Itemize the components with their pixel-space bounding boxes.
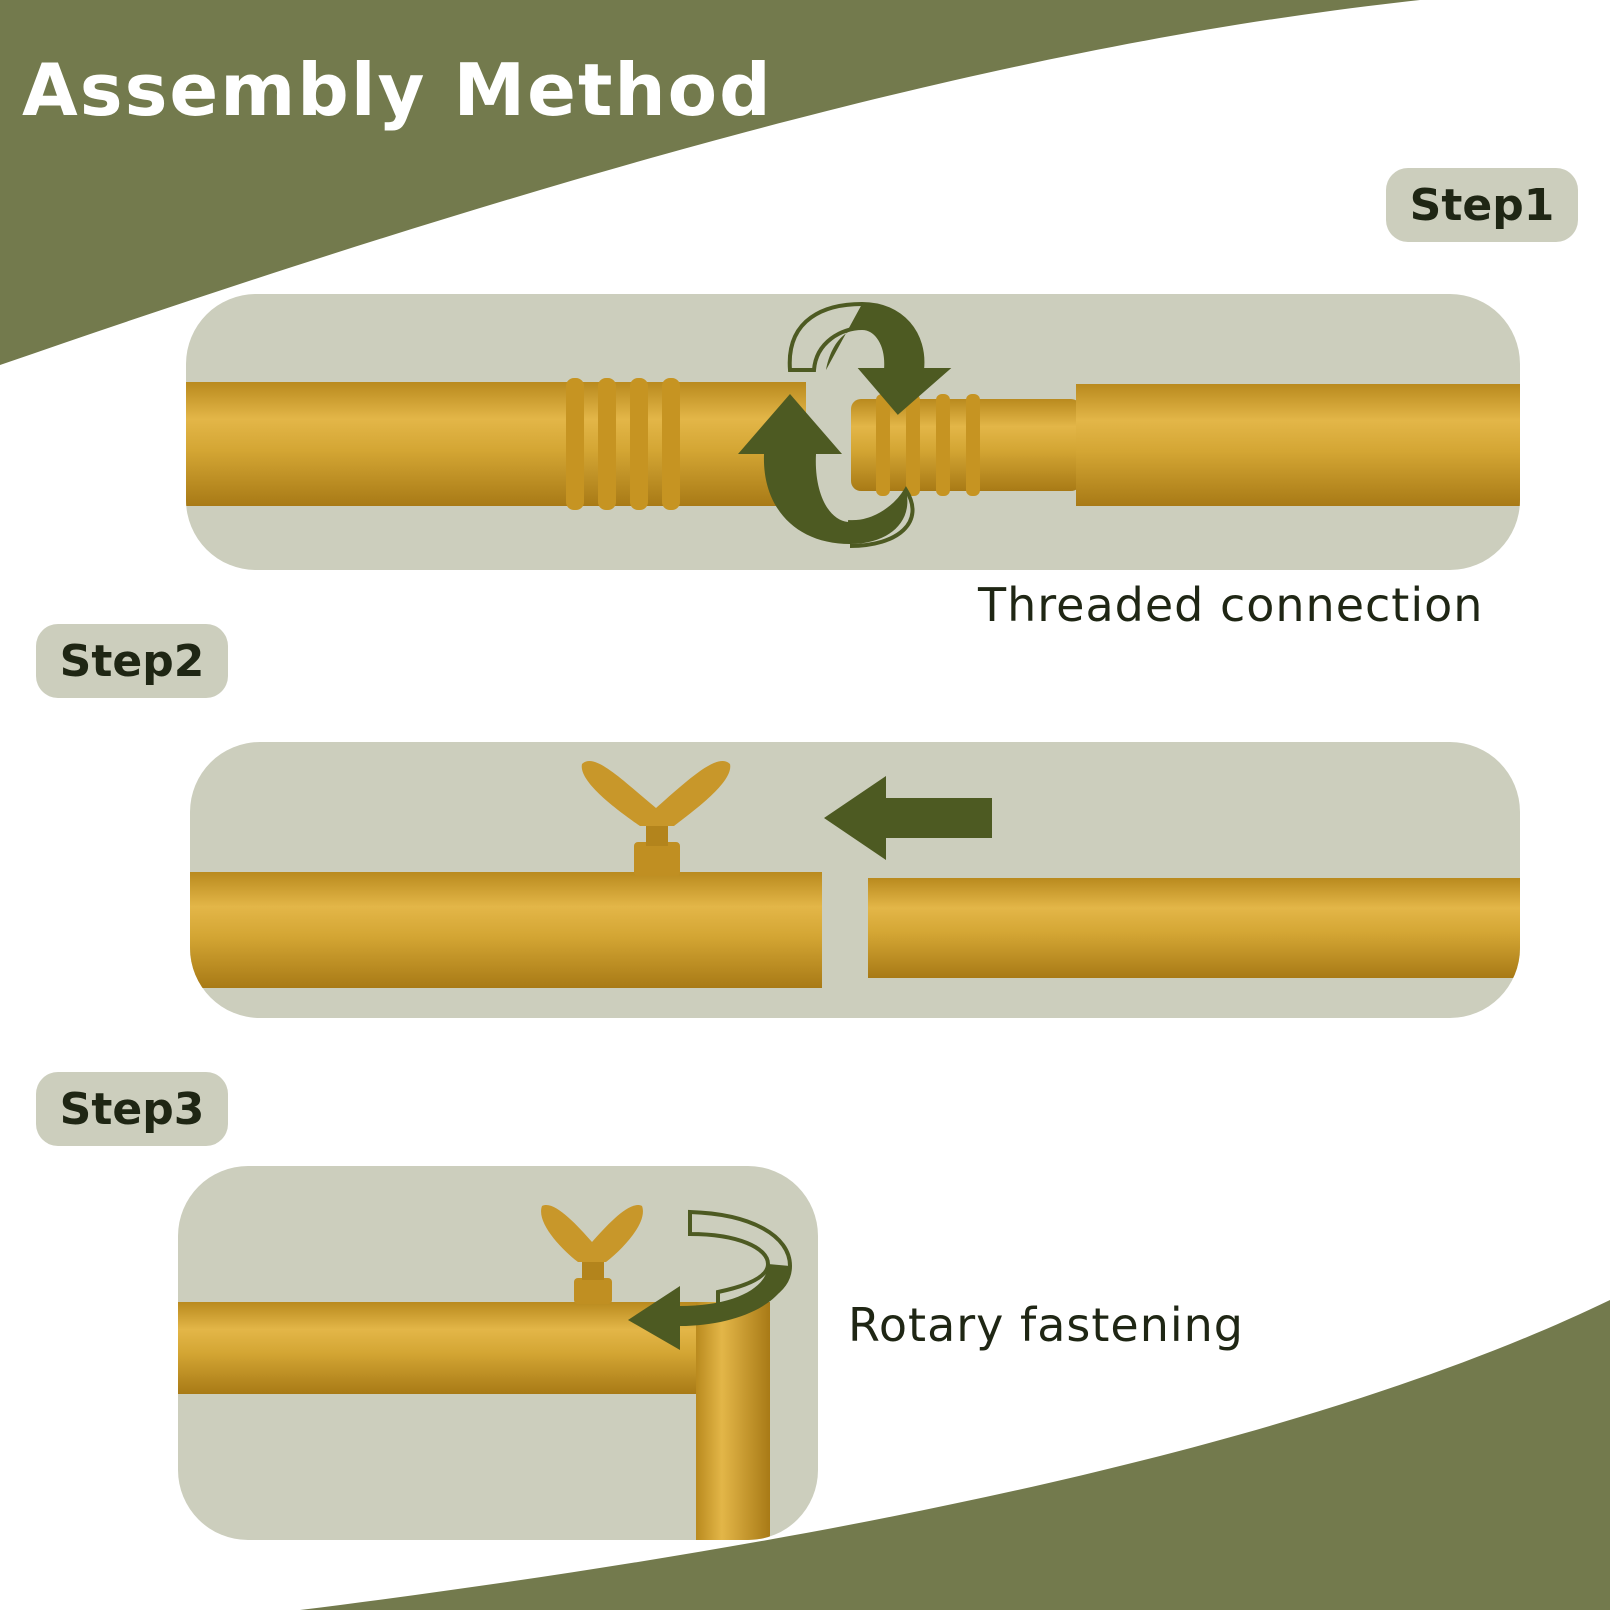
step3-badge: Step3: [36, 1072, 228, 1146]
step3-label: Step3: [59, 1083, 205, 1135]
left-sleeve-pipe: [190, 872, 822, 988]
right-insert-pipe: [868, 878, 1520, 978]
step2-label: Step2: [59, 635, 205, 687]
step1-illustration: [186, 301, 1520, 548]
step1-label: Step1: [1409, 179, 1555, 231]
step1-caption: Threaded connection: [978, 578, 1484, 632]
left-threaded-pipe: [186, 378, 806, 510]
step2-panel: [190, 742, 1520, 1018]
left-arrow-icon: [824, 776, 992, 860]
step2-illustration: [190, 761, 1520, 988]
step3-panel: [178, 1166, 818, 1540]
corner-pipe-frame: [178, 1302, 770, 1540]
bottom-right-swoosh: [300, 1300, 1610, 1610]
step3-caption: Rotary fastening: [848, 1298, 1244, 1352]
wing-nut-icon: [581, 761, 731, 876]
page-title: Assembly Method: [22, 48, 773, 132]
rotary-arrow-icon: [628, 1209, 793, 1350]
rotate-arrows-icon: [738, 301, 952, 548]
step1-badge: Step1: [1386, 168, 1578, 242]
wing-nut-icon: [541, 1205, 643, 1304]
step3-illustration: [178, 1205, 793, 1540]
step2-badge: Step2: [36, 624, 228, 698]
top-left-swoosh: [0, 0, 1420, 365]
step1-panel: [186, 294, 1520, 570]
right-threaded-pipe: [851, 384, 1520, 506]
